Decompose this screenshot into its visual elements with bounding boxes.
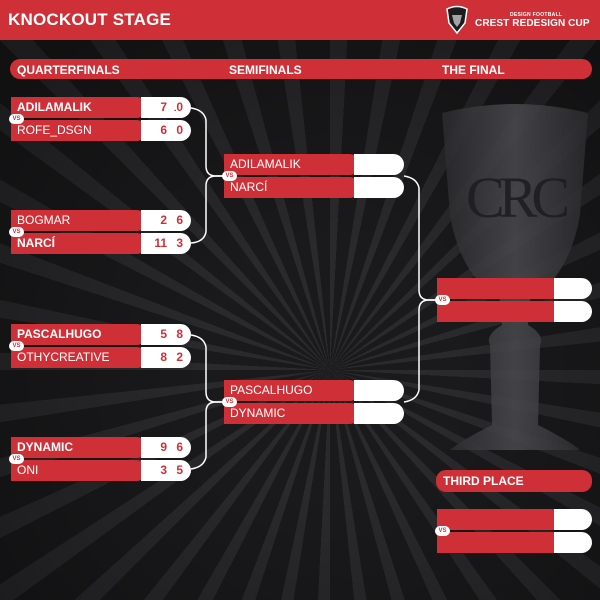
vs-badge: VS: [9, 114, 24, 124]
team-name: ROFE_DSGN: [11, 120, 147, 141]
score-leg-1: 6: [141, 120, 175, 141]
score-leg-1: [354, 177, 388, 198]
score-leg-1: 3: [141, 460, 175, 481]
round-semifinals: SEMIFINALS: [229, 63, 302, 77]
team-name: OTHYCREATIVE: [11, 347, 147, 368]
vs-badge: VS: [9, 227, 24, 237]
crest-logo-icon: [446, 5, 468, 35]
trophy-monogram: CRC: [466, 165, 567, 230]
match-row: [437, 278, 592, 299]
vs-badge: VS: [435, 526, 450, 536]
team-name: PASCALHUGO: [224, 380, 360, 401]
score-leg-1: [354, 154, 388, 175]
score-leg-1: [554, 509, 592, 530]
round-quarterfinals: QUARTERFINALS: [17, 63, 120, 77]
round-header-bar: [10, 59, 592, 79]
team-name: [437, 532, 562, 553]
qf-match-1: ADILAMALIK 10 7 VS ROFE_DSGN 0 6: [9, 97, 191, 141]
match-row: NARCÍ 3 11: [11, 233, 191, 254]
trophy-silhouette: CRC: [442, 104, 588, 450]
final-match: VS: [435, 278, 592, 322]
score-leg-1: 2: [141, 210, 175, 231]
score-leg-1: [554, 301, 592, 322]
logo-subtitle: DESIGN FOOTBALL: [510, 12, 563, 18]
vs-badge: VS: [9, 454, 24, 464]
match-row: DYNAMIC 6 9: [11, 437, 191, 458]
team-name: DYNAMIC: [11, 437, 147, 458]
score-leg-1: 7: [141, 97, 175, 118]
team-name: DYNAMIC: [224, 403, 360, 424]
match-row: ADILAMALIK 10 7: [11, 97, 191, 118]
team-name: ONI: [11, 460, 147, 481]
vs-badge: VS: [222, 171, 237, 181]
logo-title: CREST REDESIGN CUP: [475, 18, 590, 29]
match-row: [437, 532, 592, 553]
match-row: NARCÍ: [224, 177, 404, 198]
match-row: OTHYCREATIVE 2 8: [11, 347, 191, 368]
match-row: ROFE_DSGN 0 6: [11, 120, 191, 141]
third-place-bar: [436, 470, 592, 492]
team-name: NARCÍ: [11, 233, 147, 254]
vs-badge: VS: [222, 397, 237, 407]
match-row: BOGMAR 6 2: [11, 210, 191, 231]
page-title: KNOCKOUT STAGE: [8, 10, 172, 29]
score-leg-1: [354, 380, 388, 401]
qf-match-2: BOGMAR 6 2 VS NARCÍ 3 11: [9, 210, 191, 254]
match-row: PASCALHUGO 8 5: [11, 324, 191, 345]
score-leg-1: 5: [141, 324, 175, 345]
sf-match-2: PASCALHUGO VS DYNAMIC: [222, 380, 404, 424]
team-name: ADILAMALIK: [11, 97, 147, 118]
round-final: THE FINAL: [442, 63, 505, 77]
team-name: [437, 278, 562, 299]
team-name: [437, 509, 562, 530]
team-name: BOGMAR: [11, 210, 147, 231]
sf-match-1: ADILAMALIK VS NARCÍ: [222, 154, 404, 198]
score-leg-1: [554, 532, 592, 553]
team-name: NARCÍ: [224, 177, 360, 198]
match-row: ADILAMALIK: [224, 154, 404, 175]
score-leg-1: 8: [141, 347, 175, 368]
match-row: [437, 509, 592, 530]
third-place-match: VS: [435, 509, 592, 553]
header-bar: KNOCKOUT STAGE DESIGN FOOTBALL CREST RED…: [0, 0, 600, 40]
score-leg-1: [554, 278, 592, 299]
match-row: PASCALHUGO: [224, 380, 404, 401]
vs-badge: VS: [435, 295, 450, 305]
team-name: ADILAMALIK: [224, 154, 360, 175]
match-row: DYNAMIC: [224, 403, 404, 424]
vs-badge: VS: [9, 341, 24, 351]
qf-match-4: DYNAMIC 6 9 VS ONI 5 3: [9, 437, 191, 481]
team-name: [437, 301, 562, 322]
score-leg-1: 9: [141, 437, 175, 458]
qf-match-3: PASCALHUGO 8 5 VS OTHYCREATIVE 2 8: [9, 324, 191, 368]
match-row: [437, 301, 592, 322]
round-third-place: THIRD PLACE: [443, 474, 524, 488]
team-name: PASCALHUGO: [11, 324, 147, 345]
match-row: ONI 5 3: [11, 460, 191, 481]
score-leg-1: [354, 403, 388, 424]
score-leg-1: 11: [141, 233, 175, 254]
